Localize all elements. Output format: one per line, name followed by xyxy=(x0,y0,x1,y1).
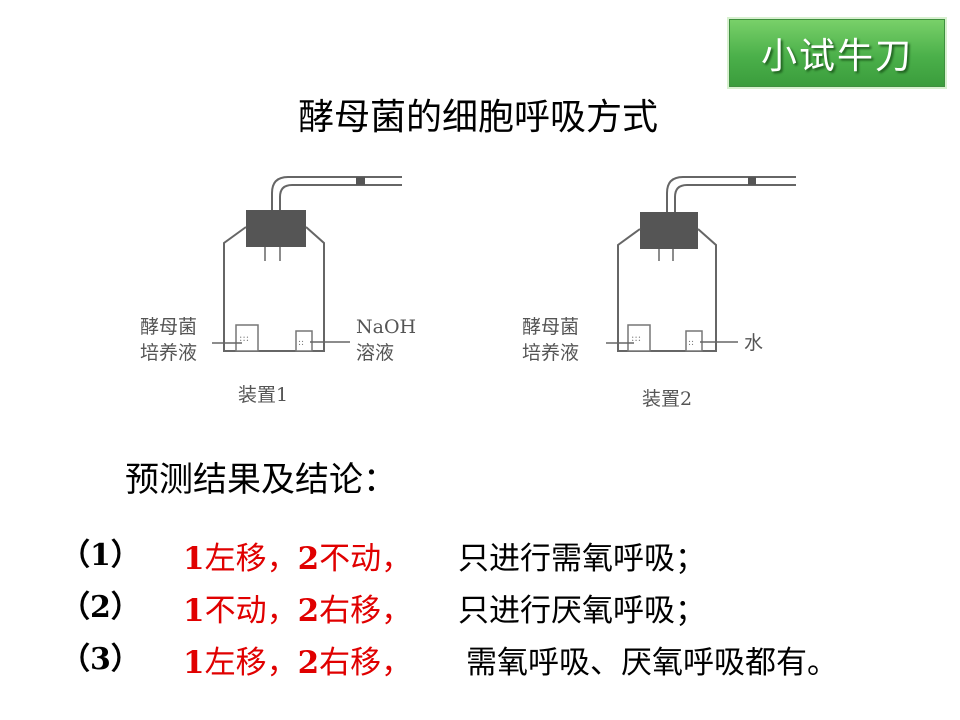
device-1-left-label-2: 培养液 xyxy=(140,342,197,364)
yeast-cup xyxy=(627,324,651,352)
result-conclusion: 只进行需氧呼吸； xyxy=(458,541,706,577)
water-cup xyxy=(685,330,703,352)
result-row: （2） 1不动，2右移， 只进行厌氧呼吸； xyxy=(0,582,960,632)
result-conclusion: 需氧呼吸、厌氧呼吸都有。 xyxy=(466,645,838,681)
yeast-cup xyxy=(235,324,259,352)
slide-title: 酵母菌的细胞呼吸方式 xyxy=(298,97,659,138)
bottle xyxy=(223,226,325,352)
device-1-right-label-2: 溶液 xyxy=(356,342,394,364)
device-1-caption: 装置1 xyxy=(238,384,288,406)
device-2-left-label-2: 培养液 xyxy=(522,342,579,364)
svg-text::::: ::: xyxy=(631,333,641,344)
result-row: （3） 1左移，2右移， 需氧呼吸、厌氧呼吸都有。 xyxy=(0,634,960,684)
result-conclusion: 只进行厌氧呼吸； xyxy=(458,593,706,629)
svg-text:::: :: xyxy=(298,338,304,348)
device-1: ::: :: 酵母菌 培养液 NaOH 溶液 装置1 xyxy=(140,176,416,406)
result-row: （1） 1左移，2不动， 只进行需氧呼吸； xyxy=(0,530,960,580)
svg-text::::: ::: xyxy=(239,333,249,344)
device-2-caption: 装置2 xyxy=(642,388,692,410)
svg-text:::: :: xyxy=(688,338,694,348)
result-prediction: 1左移，2不动， xyxy=(183,541,413,577)
stopper xyxy=(640,212,698,249)
device-2: ::: :: 酵母菌 培养液 水 装置2 xyxy=(522,176,796,410)
device-1-right-label-1: NaOH xyxy=(356,316,416,338)
result-prediction: 1不动，2右移， xyxy=(183,593,413,629)
device-2-right-label: 水 xyxy=(744,332,763,354)
device-2-left-label-1: 酵母菌 xyxy=(522,316,579,338)
result-prediction: 1左移，2右移， xyxy=(183,645,413,681)
liquid-drop-marker xyxy=(748,177,756,185)
stopper xyxy=(246,210,306,247)
badge-label: 小试牛刀 xyxy=(760,36,913,77)
naoh-cup xyxy=(295,330,313,352)
apparatus-diagram: ::: :: 酵母菌 培养液 NaOH 溶液 装置1 ::: :: 酵母菌 培养… xyxy=(140,176,796,410)
result-index: （1） xyxy=(60,538,141,573)
liquid-drop-marker xyxy=(356,177,365,185)
prediction-heading: 预测结果及结论： xyxy=(125,460,397,500)
section-badge: 小试牛刀 xyxy=(727,17,947,89)
bottle xyxy=(617,228,717,352)
device-1-left-label-1: 酵母菌 xyxy=(140,316,197,338)
result-index: （2） xyxy=(60,590,141,625)
result-index: （3） xyxy=(60,642,141,677)
